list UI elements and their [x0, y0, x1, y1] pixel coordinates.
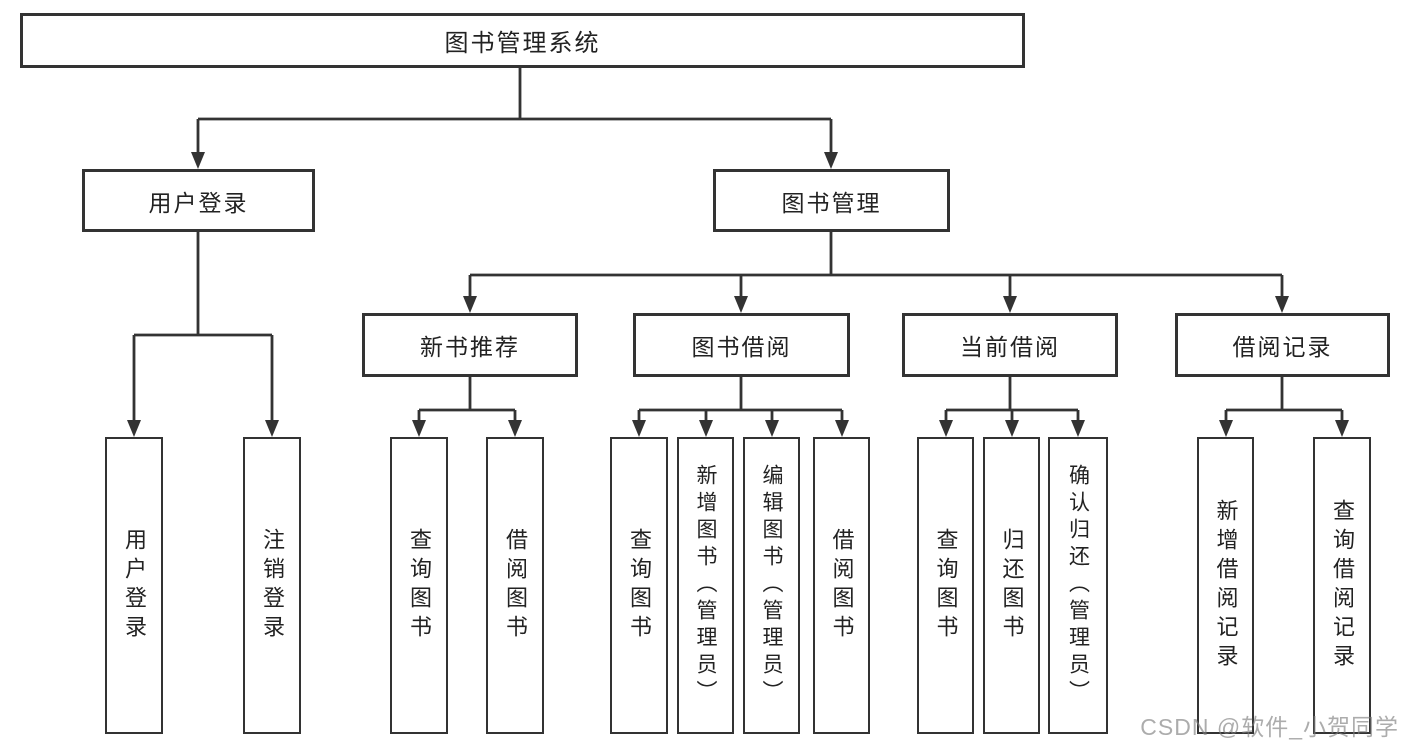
node-book-borrow: 图书借阅 [633, 313, 850, 377]
node-current-borrow: 当前借阅 [902, 313, 1118, 377]
leaf-newbook-query-books: 查询图书 [390, 437, 448, 734]
leaf-records-query-record: 查询借阅记录 [1313, 437, 1371, 734]
node-root-system: 图书管理系统 [20, 13, 1025, 68]
leaf-user-login: 用户登录 [105, 437, 163, 734]
connector-book-borrow-to-leaves [632, 377, 849, 437]
leaf-borrow-add-books-admin: 新增图书（管理员） [677, 437, 734, 734]
connector-root-to-level2 [191, 68, 838, 169]
connector-borrow-records-to-leaves [1219, 377, 1349, 437]
connector-user-login-to-leaves [127, 232, 279, 437]
leaf-current-query-books: 查询图书 [917, 437, 974, 734]
leaf-newbook-borrow-books: 借阅图书 [486, 437, 544, 734]
connector-book-management-to-modules [463, 232, 1289, 313]
csdn-watermark: CSDN @软件_小贺同学 [1140, 714, 1399, 740]
node-book-management: 图书管理 [713, 169, 950, 232]
leaf-current-return-books: 归还图书 [983, 437, 1040, 734]
leaf-current-confirm-return-admin: 确认归还（管理员） [1048, 437, 1108, 734]
leaf-borrow-query-books: 查询图书 [610, 437, 668, 734]
leaf-records-add-record: 新增借阅记录 [1197, 437, 1254, 734]
leaf-borrow-edit-books-admin: 编辑图书（管理员） [743, 437, 800, 734]
connector-current-borrow-to-leaves [939, 377, 1085, 437]
node-borrow-records: 借阅记录 [1175, 313, 1390, 377]
leaf-borrow-borrow-books: 借阅图书 [813, 437, 870, 734]
connector-new-book-to-leaves [412, 377, 522, 437]
node-new-book-recommend: 新书推荐 [362, 313, 578, 377]
node-user-login: 用户登录 [82, 169, 315, 232]
leaf-logout: 注销登录 [243, 437, 301, 734]
